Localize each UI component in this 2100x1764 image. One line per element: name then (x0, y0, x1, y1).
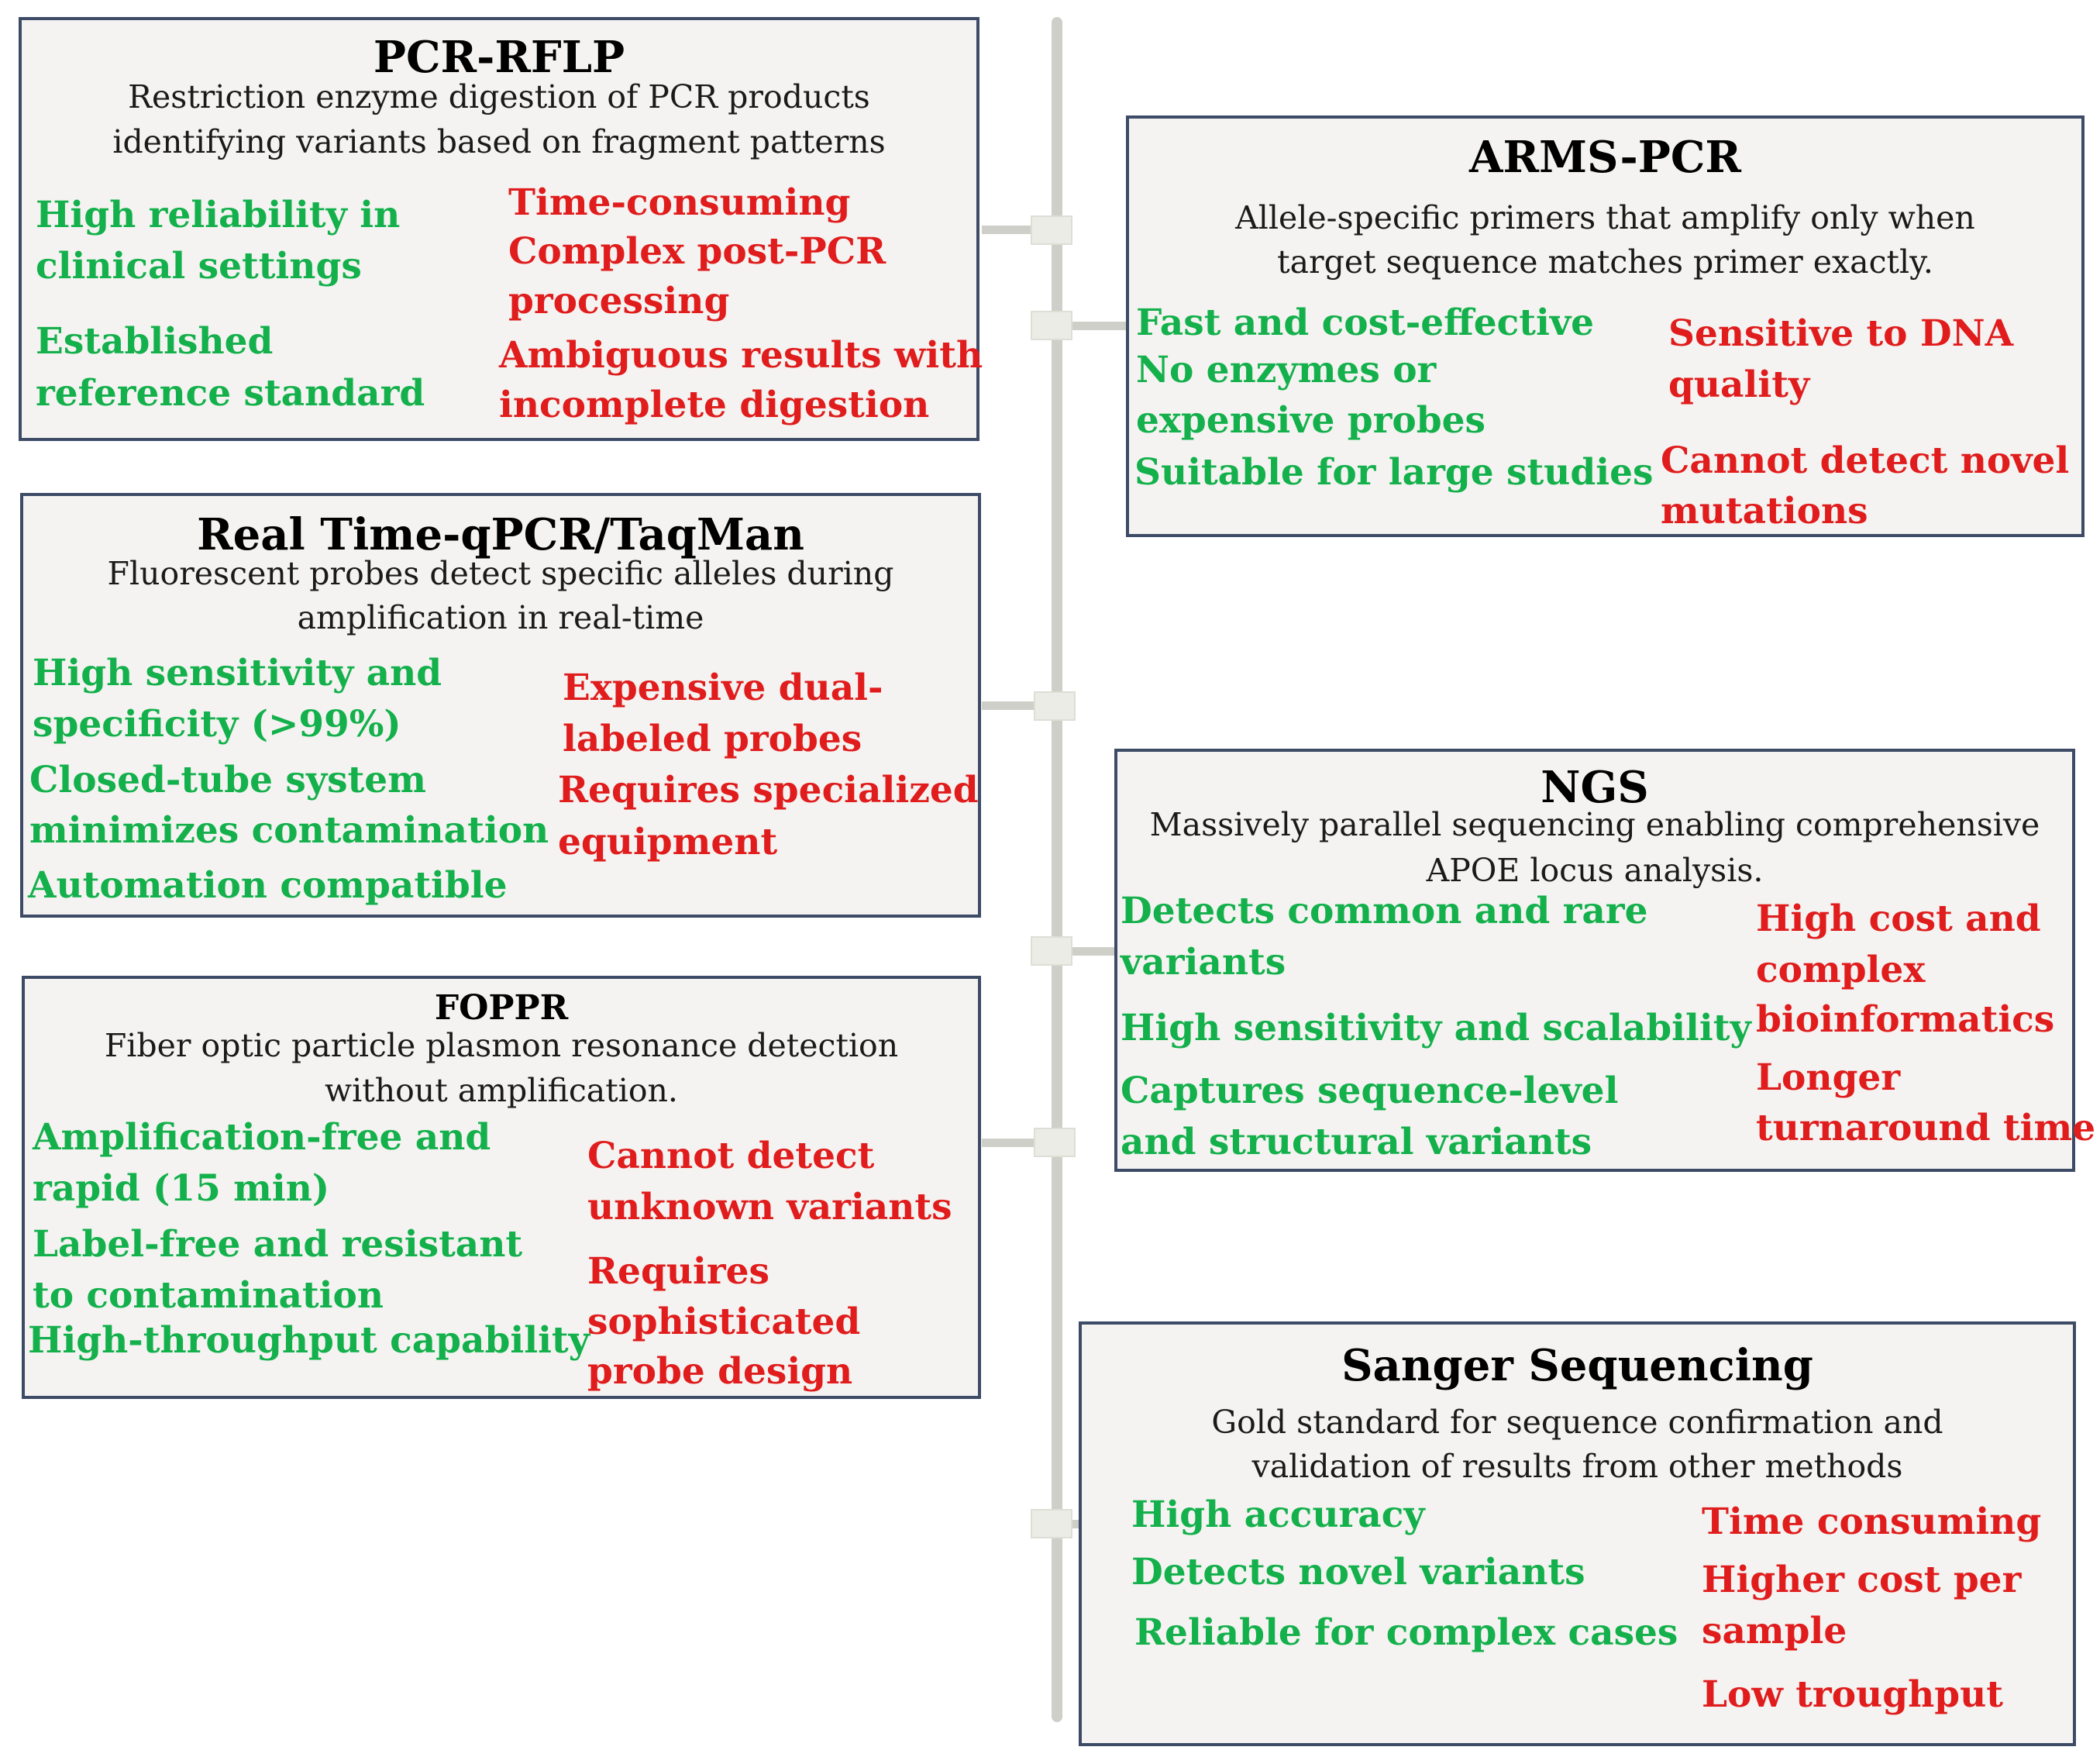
advantage-line: Fast and cost-effective (1136, 301, 1595, 344)
method-title: Sanger Sequencing (1341, 1340, 1813, 1391)
advantage-line: reference standard (36, 372, 425, 415)
connector-pcr-rflp (982, 226, 1059, 234)
method-title: PCR-RFLP (373, 32, 625, 83)
advantage-line: Detects novel variants (1131, 1551, 1585, 1593)
advantage-line: minimizes contamination (29, 809, 549, 852)
method-description: target sequence matches primer exactly. (1277, 243, 1933, 281)
limitation-line: Low troughput (1702, 1673, 2003, 1716)
limitation-line: processing (508, 280, 730, 322)
method-description: Fiber optic particle plasmon resonance d… (104, 1027, 899, 1064)
method-card-arms-pcr: ARMS-PCR Allele-specific primers that am… (1126, 115, 2085, 537)
advantage-line: High reliability in (36, 194, 401, 236)
method-title: FOPPR (434, 988, 569, 1028)
connector-arms-pcr (1054, 322, 1128, 330)
advantage-line: No enzymes or (1136, 349, 1437, 391)
limitation-line: bioinformatics (1756, 998, 2055, 1041)
connector-ngs (1054, 947, 1124, 956)
timeline-node-pcr-rflp (1031, 215, 1072, 245)
method-description: Gold standard for sequence confirmation … (1211, 1404, 1943, 1441)
advantage-line: High sensitivity and (33, 652, 442, 694)
timeline-node-ngs (1031, 936, 1072, 966)
method-title: NGS (1541, 762, 1649, 813)
advantage-line: Reliable for complex cases (1134, 1611, 1678, 1654)
advantage-line: Established (36, 320, 274, 363)
advantage-line: Amplification-free and (33, 1116, 491, 1159)
limitation-line: sample (1702, 1610, 1847, 1652)
limitation-line: incomplete digestion (499, 384, 930, 426)
limitation-line: Higher cost per (1702, 1559, 2022, 1601)
limitation-line: sophisticated (587, 1301, 861, 1343)
limitation-line: Cannot detect novel (1661, 439, 2070, 482)
advantage-line: Captures sequence-level (1121, 1070, 1619, 1112)
limitation-line: Longer (1756, 1056, 1901, 1099)
limitation-line: Time-consuming (508, 181, 851, 224)
advantage-line: specificity (>99%) (33, 703, 401, 746)
advantage-line: High accuracy (1131, 1494, 1425, 1536)
method-description: Allele-specific primers that amplify onl… (1235, 199, 1975, 236)
method-description: Restriction enzyme digestion of PCR prod… (128, 78, 870, 115)
advantage-line: Closed-tube system (29, 759, 426, 801)
timeline-node-qpcr (1034, 691, 1076, 721)
limitation-line: Time consuming (1702, 1500, 2042, 1543)
limitation-line: quality (1668, 363, 1810, 406)
method-title: ARMS-PCR (1469, 132, 1741, 183)
limitation-line: Requires (587, 1250, 769, 1293)
method-description: Massively parallel sequencing enabling c… (1149, 806, 2040, 843)
method-description: validation of results from other methods (1251, 1448, 1903, 1485)
advantage-line: rapid (15 min) (33, 1167, 330, 1210)
method-card-qpcr: Real Time-qPCR/TaqMan Fluorescent probes… (20, 493, 981, 918)
limitation-line: turnaround time (1756, 1107, 2096, 1149)
method-card-foppr: FOPPR Fiber optic particle plasmon reson… (22, 976, 981, 1399)
limitation-line: Requires specialized (558, 769, 979, 811)
advantage-line: and structural variants (1121, 1121, 1592, 1163)
method-description: identifying variants based on fragment p… (112, 123, 886, 160)
method-description: amplification in real-time (297, 599, 704, 636)
advantage-line: variants (1121, 941, 1286, 984)
limitation-line: Cannot detect (587, 1135, 875, 1177)
timeline-node-sanger (1031, 1509, 1072, 1538)
limitation-line: Expensive dual- (563, 667, 883, 709)
limitation-line: labeled probes (563, 718, 862, 760)
limitation-line: complex (1756, 949, 1926, 991)
connector-foppr (982, 1139, 1059, 1147)
connector-qpcr (982, 701, 1059, 710)
timeline-node-foppr (1034, 1128, 1076, 1157)
advantage-line: to contamination (33, 1274, 384, 1317)
advantage-line: Automation compatible (28, 864, 508, 907)
limitation-line: High cost and (1756, 898, 2041, 940)
limitation-line: mutations (1661, 490, 1868, 532)
method-description: Fluorescent probes detect specific allel… (107, 555, 894, 592)
limitation-line: probe design (587, 1350, 853, 1393)
method-card-ngs: NGS Massively parallel sequencing enabli… (1114, 749, 2095, 1172)
advantage-line: clinical settings (36, 245, 362, 288)
limitation-line: Sensitive to DNA (1668, 312, 2014, 355)
limitation-line: Complex post-PCR (508, 230, 886, 273)
advantage-line: Detects common and rare (1121, 890, 1648, 932)
limitation-line: equipment (558, 821, 778, 863)
method-description: APOE locus analysis. (1426, 852, 1764, 889)
advantage-line: Suitable for large studies (1134, 451, 1654, 494)
timeline-axis (1052, 17, 1062, 1722)
method-card-sanger: Sanger Sequencing Gold standard for sequ… (1079, 1321, 2076, 1746)
limitation-line: unknown variants (587, 1186, 952, 1228)
advantage-line: Label-free and resistant (33, 1223, 523, 1266)
advantage-line: expensive probes (1136, 399, 1485, 442)
advantage-line: High-throughput capability (28, 1319, 590, 1362)
advantage-line: High sensitivity and scalability (1121, 1007, 1751, 1049)
method-description: without amplification. (325, 1072, 678, 1109)
method-card-pcr-rflp: PCR-RFLP Restriction enzyme digestion of… (19, 17, 983, 441)
limitation-line: Ambiguous results with (499, 334, 983, 377)
method-title: Real Time-qPCR/TaqMan (197, 509, 804, 560)
timeline-node-arms-pcr (1031, 311, 1072, 340)
